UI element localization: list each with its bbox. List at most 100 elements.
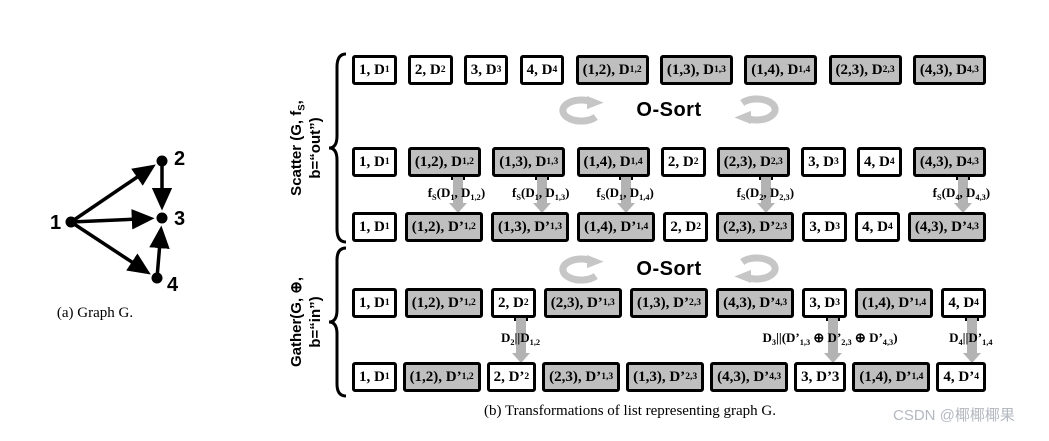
rotate-arrow-icon [559,96,605,125]
op-label: fS(D1, D1,4) [596,184,654,202]
osort-title: O-Sort [636,98,702,121]
list-box: (1,3), D’2,3 [626,362,705,392]
op-label: fS(D4, D4,3) [932,184,991,202]
node-1-dot [65,216,77,228]
list-box: (4,3), D’4,3 [710,362,789,392]
list-box: (1,2), D’1,2 [402,362,481,392]
op-label: D3||(D’1,3 ⊕ D’2,3 ⊕ D’4,3) [762,330,898,347]
list-box: (4,3), D’4,3 [716,288,795,318]
transform-arrow [757,175,776,213]
rotate-arrow-icon [733,95,779,124]
transform-arrow [962,316,981,363]
graph-edges [70,161,173,279]
scatter-label-line1: Scatter (G, fS, [288,100,308,196]
op-label: fS(D2, D2,3) [736,184,795,202]
osort-step-2: O-Sort [352,252,986,286]
node-2-label: 2 [174,148,185,170]
list-box: (2,3), D’1,3 [542,362,621,392]
scatter-label-line2: b=“out”) [306,117,324,179]
list-box: (1,4), D’1,4 [852,362,931,392]
transform-arrow [617,175,636,213]
list-box: (1,4), D’1,4 [577,212,656,242]
watermark: CSDN @椰椰椰果 [893,407,1015,424]
osort-step-1: O-Sort [352,93,986,127]
transform-arrow [448,175,467,213]
node-1-label: 1 [50,212,61,234]
list-box: (2,3), D’1,3 [543,288,622,318]
transform-arrow [512,316,531,363]
graph-nodes [65,155,168,284]
edge-1-4 [70,220,151,275]
scatter-label: Scatter (G, fS, b=“out”) [288,58,328,238]
list-box: 3, D’3 [794,362,847,392]
graph-panel: 1 2 3 4 (a) Graph G. [0,0,230,441]
list-box: 4, D’4 [936,362,986,392]
transform-arrow [532,175,551,213]
caption-b: (b) Transformations of list representing… [483,403,777,419]
node-2-dot [156,155,168,167]
op-label: fS(D1, D1,3) [512,184,570,202]
list-box: (4,3), D’4,3 [907,212,986,242]
op-label: D4||D’1,4 [949,330,993,347]
transform-arrow [953,175,972,213]
osort-title: O-Sort [636,257,702,280]
list-box: (1,3), D’2,3 [629,288,709,318]
node-3-dot [156,212,168,224]
scatter-brace [328,52,347,244]
list-box: (2,3), D’2,3 [716,212,795,242]
node-4-dot [151,272,163,284]
list-box: (1,2), D’1,2 [404,288,483,318]
op-label: fS(D1, D1,2) [427,184,486,202]
edge-1-3 [70,209,155,230]
edge-1-2 [70,164,156,224]
caption-a: (a) Graph G. [56,305,134,321]
list-box: (1,2), D’1,2 [404,212,483,242]
gather-label-line2: b=“in”) [306,296,324,348]
graph-g-drawing: 1 2 3 4 [50,148,185,296]
rotate-arrow-icon [733,254,779,283]
gather-label-line1: Gather(G, ⊕, [288,276,305,368]
transform-arrow [823,316,842,363]
rotate-arrow-icon [559,255,605,284]
node-3-label: 3 [174,208,185,230]
op-label: D2||D1,2 [501,330,541,347]
gather-label: Gather(G, ⊕, b=“in”) [288,232,328,412]
edge-4-3 [149,225,170,279]
node-4-label: 4 [167,274,179,296]
list-box: 2, D’2 [486,362,537,392]
list-box: (1,3), D’1,3 [490,212,570,242]
